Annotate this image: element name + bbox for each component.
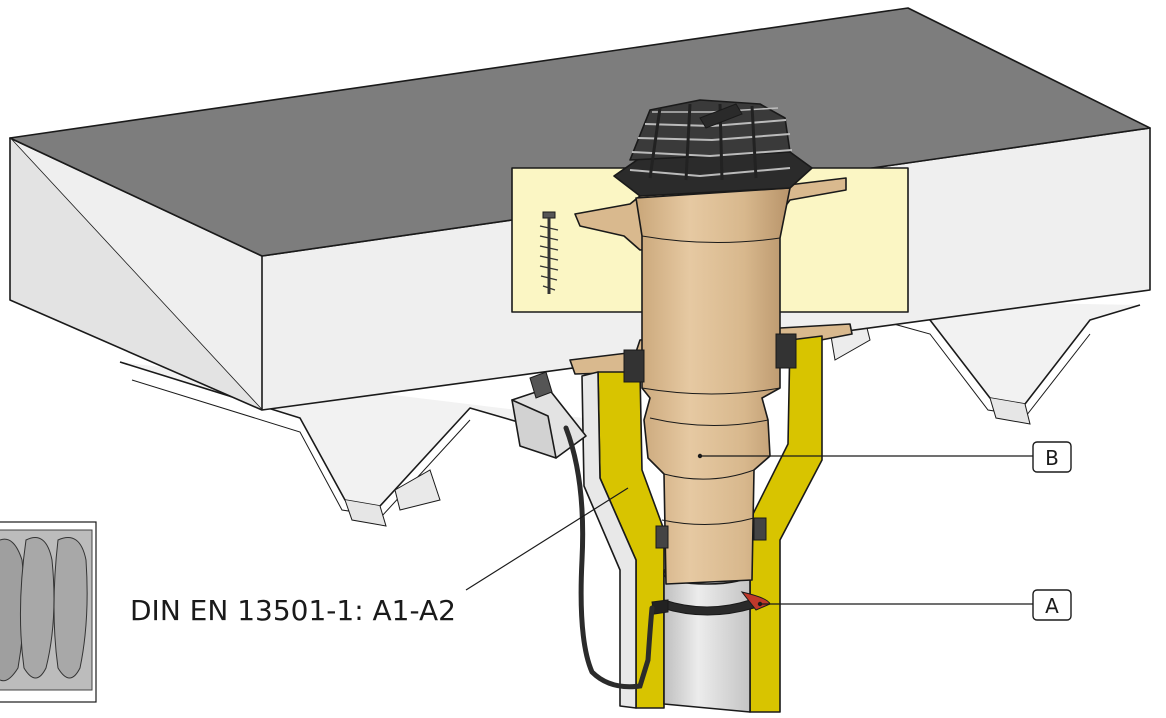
callout-b-label: B — [1045, 446, 1059, 470]
callout-a: A — [757, 589, 1072, 621]
fixing-screw — [539, 211, 559, 294]
roof-membrane-surface — [9, 7, 1151, 257]
fire-class-label: DIN EN 13501-1: A1-A2 — [130, 594, 456, 627]
fire-class-leader-line — [465, 487, 629, 591]
callout-b: B — [697, 441, 1072, 473]
mineral-wool-swatch — [0, 521, 97, 703]
heating-cable — [563, 425, 655, 690]
heating-junction-box — [511, 371, 587, 459]
gravel-guard-grate — [613, 99, 813, 197]
collar-clamps — [623, 333, 797, 549]
callout-a-label: A — [1045, 594, 1059, 618]
